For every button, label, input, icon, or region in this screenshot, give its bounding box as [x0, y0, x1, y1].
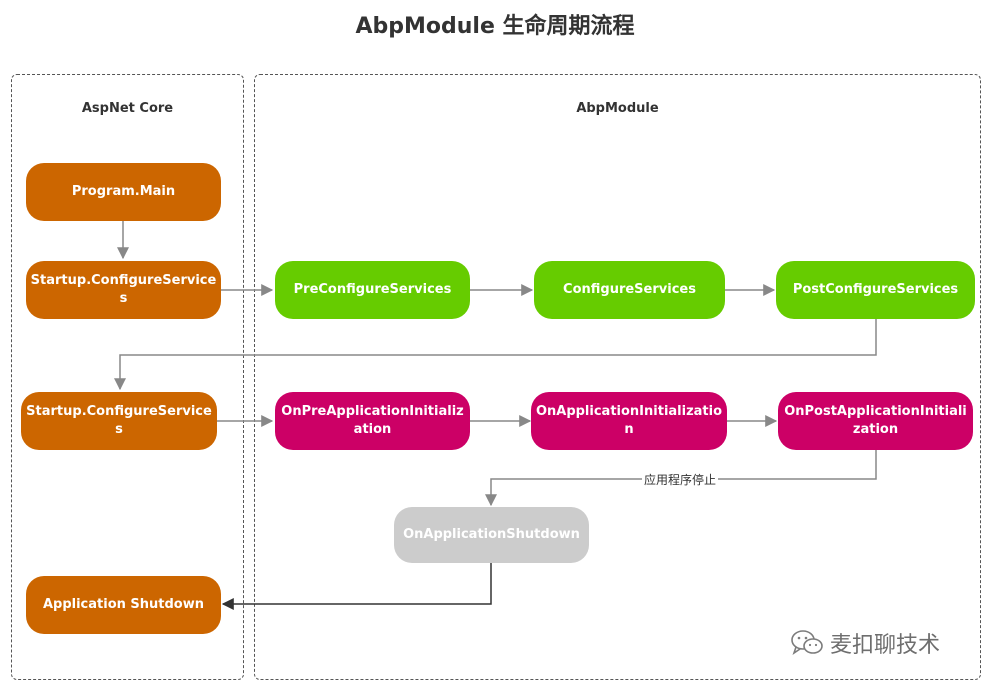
- node-on-application-initialization[interactable]: OnApplicationInitialization: [531, 392, 727, 450]
- group-label-abp-module: AbpModule: [576, 101, 659, 116]
- node-application-shutdown[interactable]: Application Shutdown: [26, 576, 221, 634]
- node-on-post-application-initialization[interactable]: OnPostApplicationInitialization: [778, 392, 973, 450]
- node-on-application-shutdown[interactable]: OnApplicationShutdown: [394, 507, 589, 563]
- node-post-configure-services[interactable]: PostConfigureServices: [776, 261, 975, 319]
- edge-shutdown-to-app-shutdown: [221, 563, 492, 610]
- edge-postconfigure-to-startup2: [114, 319, 877, 391]
- node-on-pre-application-initialization[interactable]: OnPreApplicationInitialization: [275, 392, 470, 450]
- edge-label-app-stop: 应用程序停止: [642, 471, 719, 488]
- watermark-text: 麦扣聊技术: [830, 633, 941, 658]
- node-startup-configure-services-2[interactable]: Startup.ConfigureServices: [21, 392, 217, 450]
- wechat-icon: [791, 630, 823, 655]
- group-abp-module: AbpModule: [254, 74, 981, 680]
- group-aspnet-core: AspNet Core: [11, 74, 244, 680]
- watermark: 麦扣聊技术: [790, 627, 940, 659]
- diagram-title: AbpModule 生命周期流程: [355, 14, 635, 39]
- group-label-aspnet-core: AspNet Core: [81, 101, 174, 116]
- node-program-main[interactable]: Program.Main: [26, 163, 221, 221]
- node-pre-configure-services[interactable]: PreConfigureServices: [275, 261, 470, 319]
- node-configure-services[interactable]: ConfigureServices: [534, 261, 725, 319]
- node-startup-configure-services-1[interactable]: Startup.ConfigureServices: [26, 261, 221, 319]
